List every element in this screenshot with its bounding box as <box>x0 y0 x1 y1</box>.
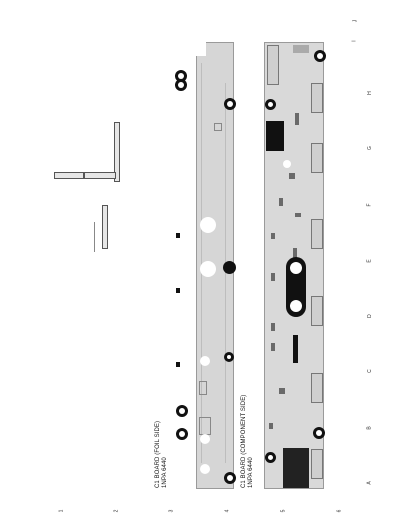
small-component <box>279 198 283 206</box>
small-component <box>279 388 285 394</box>
ic-strip <box>293 335 298 363</box>
edge-connector <box>311 296 323 326</box>
grid-letter: G <box>366 146 373 150</box>
mounting-hole-ring <box>314 50 326 62</box>
mounting-hole-ring <box>175 79 187 91</box>
grid-number: 6 <box>336 509 343 513</box>
edge-connector <box>311 449 323 479</box>
locator-board-small <box>102 205 108 249</box>
mounting-hole-ring <box>224 98 236 110</box>
through-hole <box>283 160 291 168</box>
mounting-hole-ring <box>176 405 188 417</box>
through-hole <box>200 356 210 366</box>
locator-board-vertical <box>114 122 120 182</box>
solder-pad-group <box>199 417 211 435</box>
grid-letter: F <box>366 203 373 207</box>
capacitor-top <box>290 300 302 312</box>
grid-letter: E <box>366 259 373 263</box>
grid-number: 2 <box>113 509 120 513</box>
mounting-hole-ring <box>265 99 276 110</box>
component-block <box>293 45 309 53</box>
solder-pad <box>199 381 207 395</box>
component-side-title: C1 BOARD (COMPONENT SIDE) <box>241 394 247 488</box>
mounting-hole-ring <box>313 427 325 439</box>
edge-connector <box>311 143 323 173</box>
component-side-label: C1 BOARD (COMPONENT SIDE) 1NPA 6440 <box>241 395 255 488</box>
component-side-part-number: 1NPA 6440 <box>248 457 254 488</box>
small-component <box>271 323 275 331</box>
grid-number: 1 <box>58 509 65 513</box>
edge-mark <box>176 288 180 293</box>
grid-number: 4 <box>224 509 231 513</box>
grid-letter: H <box>366 91 373 95</box>
small-component <box>271 343 275 351</box>
mounting-hole-ring <box>176 428 188 440</box>
grid-letter: I <box>351 40 358 42</box>
edge-mark <box>176 362 180 367</box>
edge-connector <box>311 373 323 403</box>
foil-side-part-number: 1NPA 6440 <box>162 457 168 488</box>
small-component <box>271 233 275 239</box>
small-component <box>269 423 273 429</box>
grid-letter: A <box>366 481 373 485</box>
foil-side-label: C1 BOARD (FOIL SIDE) 1NPA 6440 <box>155 421 169 488</box>
small-component <box>295 113 299 125</box>
mounting-hole-ring <box>224 352 234 362</box>
foil-side-title: C1 BOARD (FOIL SIDE) <box>155 420 161 488</box>
grid-number: 3 <box>168 509 175 513</box>
small-component <box>271 273 275 281</box>
board-notch <box>196 42 206 56</box>
small-component <box>295 213 301 217</box>
grid-letter: C <box>366 369 373 373</box>
locator-board-horizontal-right <box>84 172 116 179</box>
through-hole <box>200 261 216 277</box>
edge-connector <box>311 219 323 249</box>
bottom-connector-block <box>283 448 309 488</box>
top-connector <box>267 45 279 85</box>
locator-board-horizontal-left <box>54 172 84 179</box>
locator-text-mark <box>94 222 95 252</box>
ic-heatsink-block <box>266 121 284 151</box>
mounting-hole-ring <box>265 452 276 463</box>
solder-pad <box>214 123 222 131</box>
small-component <box>293 248 297 258</box>
through-hole <box>200 217 216 233</box>
black-hole <box>223 261 236 274</box>
grid-letter: B <box>366 426 373 430</box>
mounting-hole-ring <box>224 472 236 484</box>
edge-connector <box>311 83 323 113</box>
edge-mark <box>176 233 180 238</box>
grid-letter: D <box>366 314 373 318</box>
through-hole <box>200 434 210 444</box>
grid-letter: J <box>352 19 359 23</box>
small-component <box>289 173 295 179</box>
through-hole <box>200 464 210 474</box>
grid-number: 5 <box>280 509 287 513</box>
capacitor-top <box>290 262 302 274</box>
